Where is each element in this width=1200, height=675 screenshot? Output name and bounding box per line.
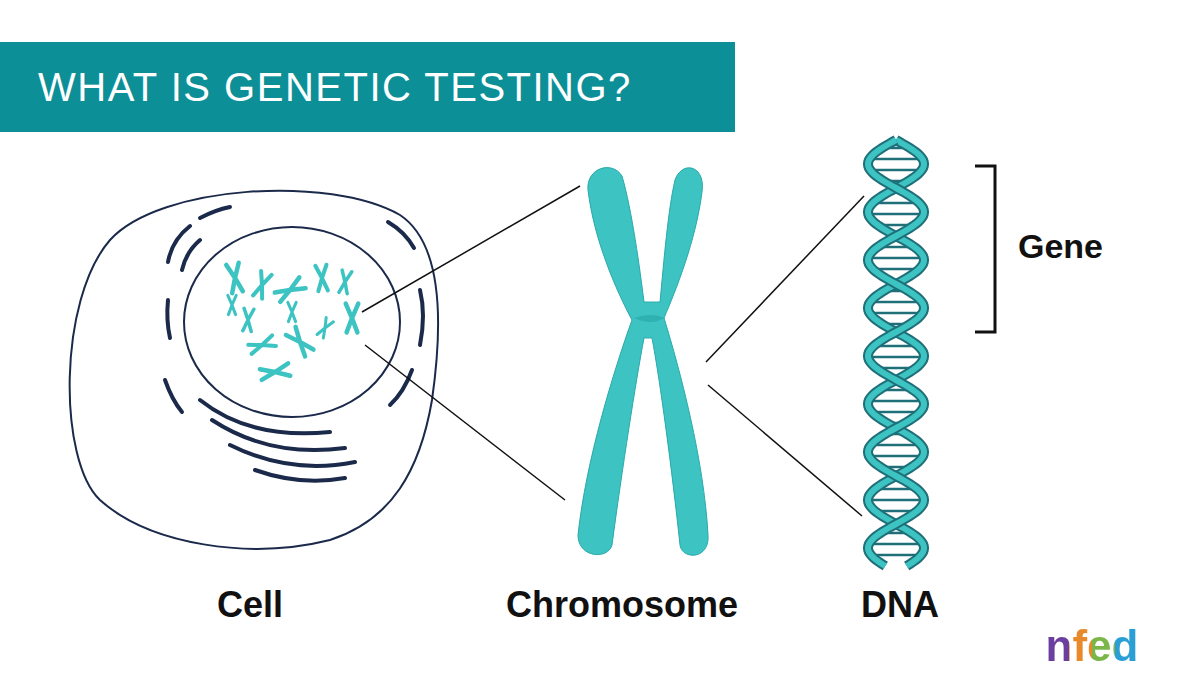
cell-outline — [70, 191, 439, 549]
chromosome-centromere — [634, 315, 664, 322]
organelles — [165, 207, 423, 481]
gene-bracket — [975, 166, 995, 332]
figure-label: Chromosome — [506, 584, 738, 626]
figure-label: Cell — [217, 584, 283, 626]
nucleus — [184, 227, 400, 417]
small-chromosomes — [226, 263, 358, 381]
chromosome — [578, 168, 708, 556]
bracket-label: Gene — [1018, 227, 1103, 266]
dna-helix — [868, 140, 924, 566]
title-banner: WHAT IS GENETIC TESTING? — [0, 42, 735, 132]
logo-text: nfed — [1046, 621, 1139, 671]
title-text: WHAT IS GENETIC TESTING? — [38, 65, 632, 110]
figure-label: DNA — [861, 584, 939, 626]
